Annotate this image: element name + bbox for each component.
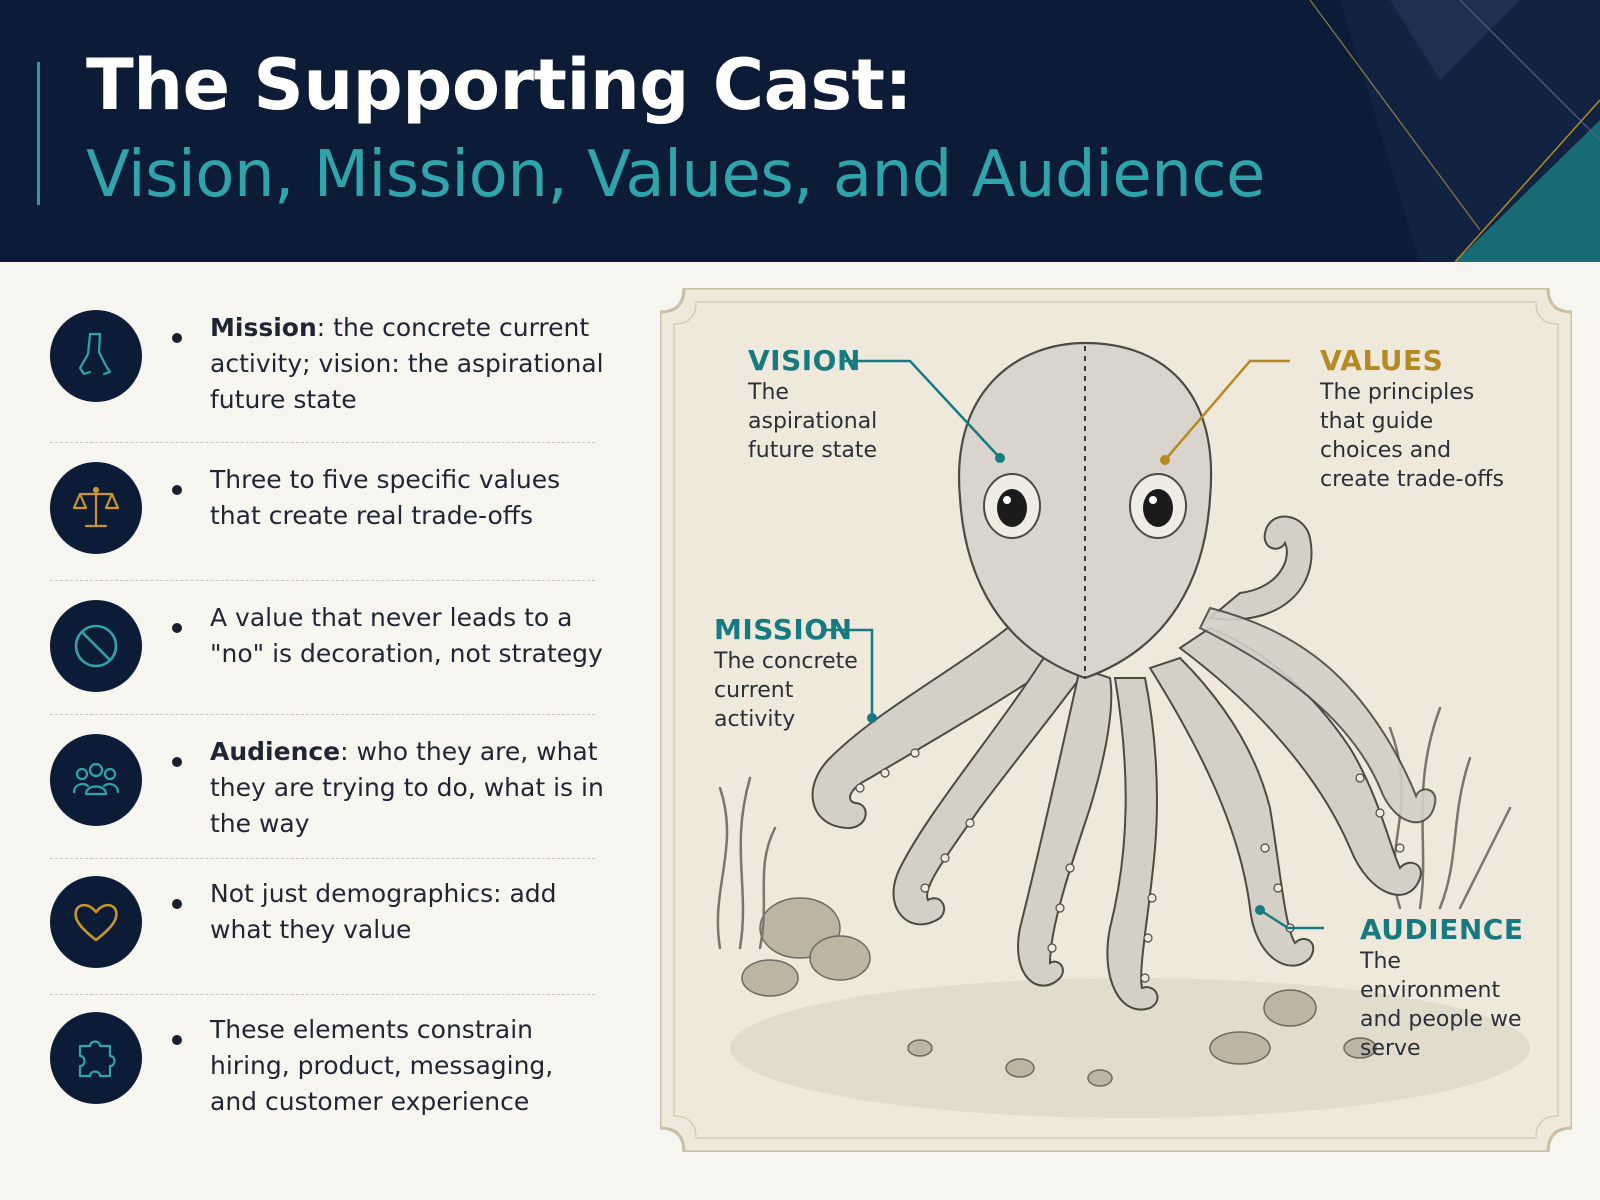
octopus-eyes xyxy=(983,473,1187,539)
item-text: These elements constrain hiring, product… xyxy=(210,1015,554,1116)
walking-legs-icon xyxy=(50,310,142,402)
no-sign-icon xyxy=(50,600,142,692)
callout-mission: MISSION The concrete current activity xyxy=(714,613,874,734)
callout-audience-title: AUDIENCE xyxy=(1360,913,1524,946)
callout-lines xyxy=(824,359,1324,930)
seabed xyxy=(730,978,1530,1118)
bullet xyxy=(172,899,182,909)
callout-vision-title: VISION xyxy=(748,344,861,377)
callout-values-desc: The principles that guide choices and cr… xyxy=(1320,380,1504,492)
item-text: Three to five specific values that creat… xyxy=(210,465,561,530)
rocks xyxy=(741,897,1377,1087)
bullet xyxy=(172,333,182,343)
octopus-diagram: VISION The aspirational future state VAL… xyxy=(660,288,1572,1152)
puzzle-piece-icon xyxy=(50,1012,142,1104)
header-decoration xyxy=(1309,0,1600,262)
divider xyxy=(50,994,595,995)
bullet xyxy=(172,485,182,495)
tentacles xyxy=(811,515,1437,1011)
divider xyxy=(50,580,595,581)
people-group-icon xyxy=(50,734,142,826)
callout-vision-desc: The aspirational future state xyxy=(748,380,878,463)
paper-frame xyxy=(660,288,1572,1152)
page-subtitle: Vision, Mission, Values, and Audience xyxy=(86,138,1265,212)
header-banner: The Supporting Cast: Vision, Mission, Va… xyxy=(0,0,1600,262)
heart-icon xyxy=(50,876,142,968)
item-text: Audience: who they are, what they are tr… xyxy=(210,737,604,838)
callout-values: VALUES The principles that guide choices… xyxy=(1320,344,1505,494)
octopus-illustration xyxy=(660,288,1572,1152)
item-text: A value that never leads to a "no" is de… xyxy=(210,603,603,668)
suckers xyxy=(855,748,1405,983)
bullet xyxy=(172,757,182,767)
divider xyxy=(50,442,595,443)
point-list: Mission: the concrete current activity; … xyxy=(0,262,620,1200)
page-title: The Supporting Cast: xyxy=(86,44,913,126)
divider xyxy=(50,858,595,859)
callout-values-title: VALUES xyxy=(1320,344,1444,377)
balance-scale-icon xyxy=(50,462,142,554)
callout-mission-desc: The concrete current activity xyxy=(714,649,858,732)
item-text: Mission: the concrete current activity; … xyxy=(210,313,604,414)
title-accent-bar xyxy=(37,62,40,205)
bullet xyxy=(172,623,182,633)
callout-mission-title: MISSION xyxy=(714,613,853,646)
callout-vision: VISION The aspirational future state xyxy=(748,344,918,465)
item-text: Not just demographics: add what they val… xyxy=(210,879,557,944)
callout-audience-desc: The environment and people we serve xyxy=(1360,949,1522,1061)
divider xyxy=(50,714,595,715)
callout-audience: AUDIENCE The environment and people we s… xyxy=(1360,913,1540,1063)
bullet xyxy=(172,1035,182,1045)
